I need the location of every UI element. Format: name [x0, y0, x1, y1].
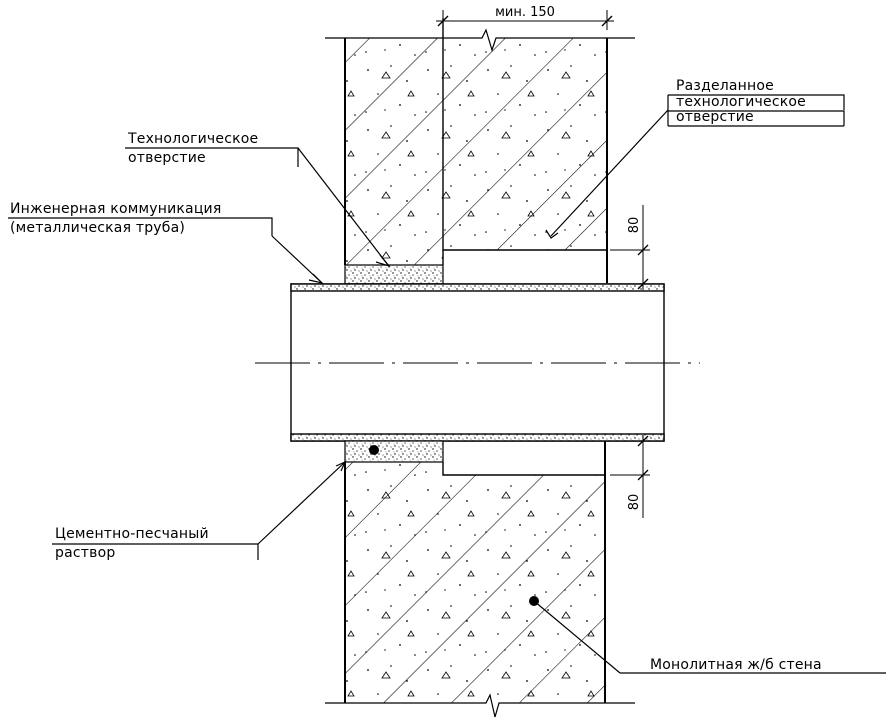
- mortar-label-line1: Цементно-песчаный: [55, 526, 209, 542]
- metal-pipe: [255, 283, 700, 442]
- wall-upper: [325, 18, 635, 283]
- callout-pipe: Инженерная коммуникация (металлическая т…: [8, 201, 324, 285]
- callout-split-opening: Разделанное технологическое отверстие: [545, 78, 845, 239]
- dimension-upper-gap: 80: [610, 205, 664, 290]
- tech-opening-label-line2: отверстие: [128, 150, 206, 166]
- callout-mortar: Цементно-песчаный раствор: [52, 460, 347, 561]
- wall-lower: [325, 441, 635, 718]
- callout-tech-opening: Технологическое отверстие: [125, 131, 391, 268]
- mortar-fill-upper: [344, 264, 444, 285]
- split-opening-label-line1: Разделанное: [676, 78, 774, 94]
- dimension-top-label: мин. 150: [495, 5, 555, 20]
- pipe-label-line2: (металлическая труба): [10, 220, 185, 236]
- tech-opening-label-line1: Технологическое: [127, 131, 258, 147]
- callout-wall: Монолитная ж/б стена: [533, 600, 886, 674]
- pipe-label-line1: Инженерная коммуникация: [10, 201, 221, 217]
- dimension-lower-gap: 80: [610, 435, 664, 518]
- mortar-label-line2: раствор: [55, 545, 115, 561]
- split-opening-label-line2: технологическое: [676, 94, 806, 110]
- wall-label: Монолитная ж/б стена: [650, 657, 822, 673]
- dimension-upper-label: 80: [627, 217, 642, 234]
- dimension-top-width: мин. 150: [436, 5, 614, 30]
- mortar-fill-lower: [344, 440, 444, 463]
- split-opening-label-line3: отверстие: [676, 109, 754, 125]
- dimension-lower-label: 80: [627, 494, 642, 511]
